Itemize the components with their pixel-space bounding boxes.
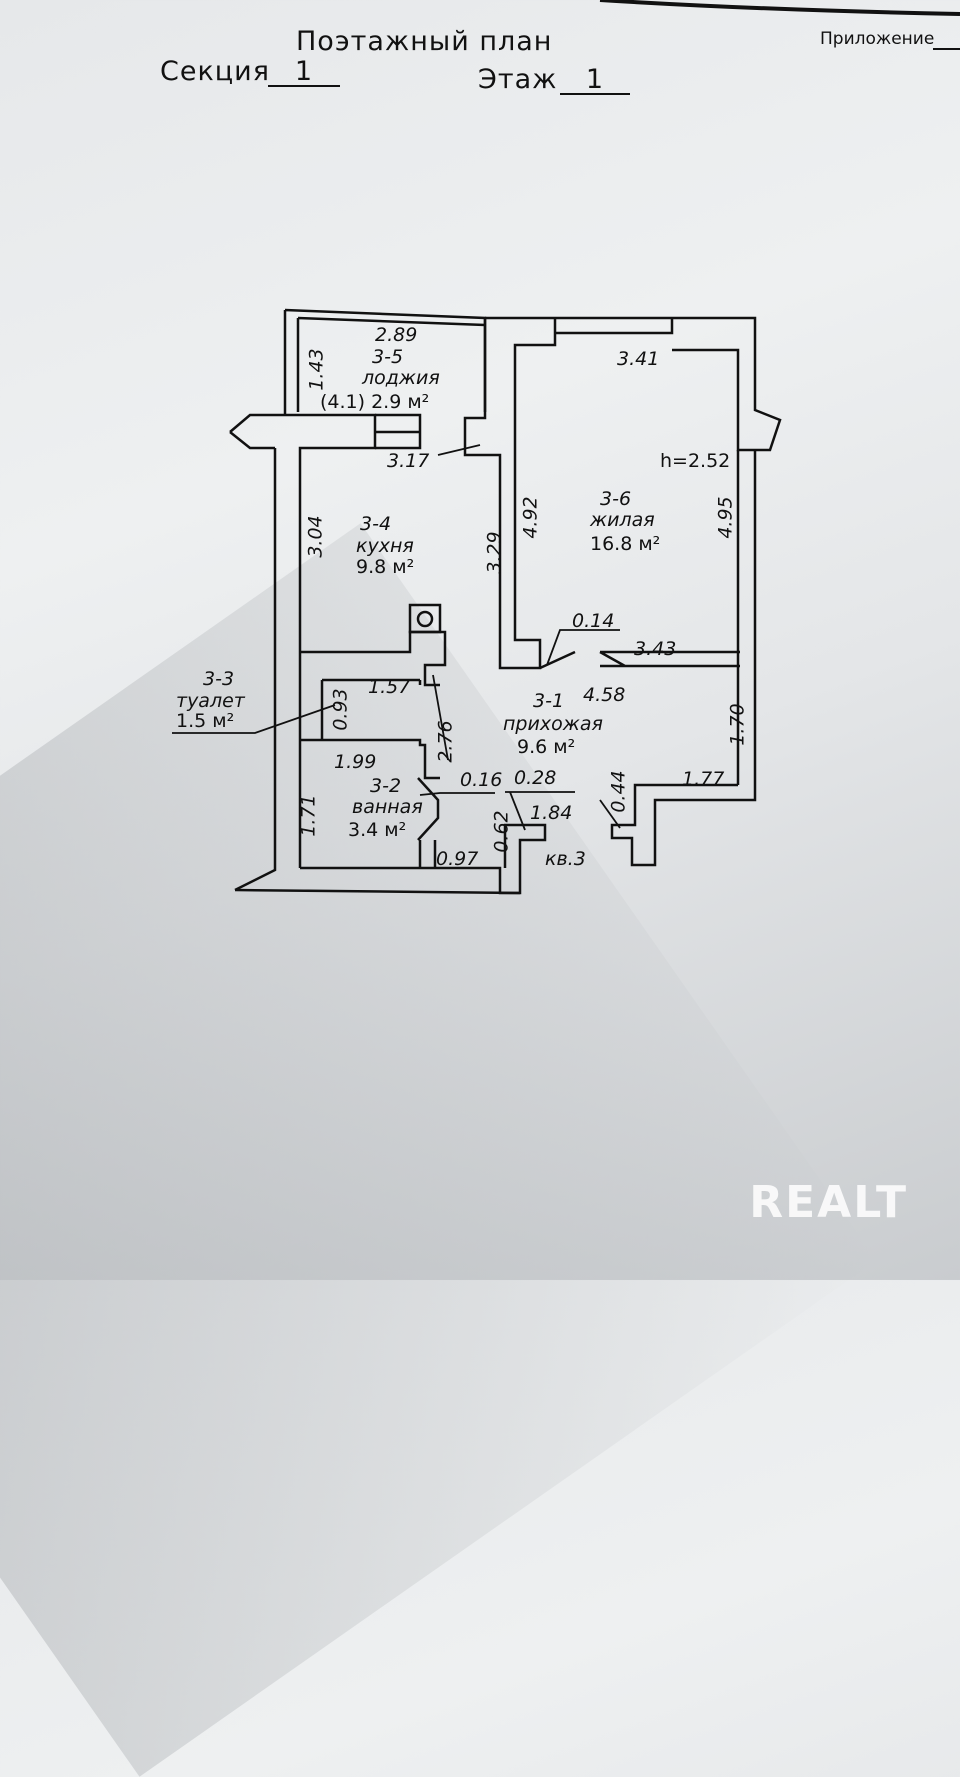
room-area-kitchen: 9.8 м² xyxy=(356,556,415,578)
appendix-label: Приложение xyxy=(820,29,935,49)
room-area-bath: 3.4 м² xyxy=(348,819,407,841)
dim-3-43: 3.43 xyxy=(634,638,677,660)
ceiling-height: h=2.52 xyxy=(660,450,731,472)
dim-1-84: 1.84 xyxy=(530,802,573,824)
dim-4-58: 4.58 xyxy=(583,684,626,706)
realt-watermark: REALT xyxy=(749,1177,908,1228)
dim-1-71: 1.71 xyxy=(297,794,320,837)
room-name-bath: ванная xyxy=(352,796,423,818)
dim-1-77: 1.77 xyxy=(682,768,725,790)
dim-0-62: 0.62 xyxy=(490,810,513,853)
living-partition xyxy=(539,650,740,670)
dim-2-76: 2.76 xyxy=(434,720,457,763)
dim-3-17: 3.17 xyxy=(387,450,430,472)
dim-4-95: 4.95 xyxy=(714,496,737,539)
dim-1-70: 1.70 xyxy=(726,703,749,746)
vent-circle xyxy=(416,610,434,628)
floor-label: Этаж xyxy=(478,64,558,95)
dim-0-44: 0.44 xyxy=(607,770,630,813)
floor-plan-drawing xyxy=(172,0,960,895)
dim-0-14: 0.14 xyxy=(572,610,615,632)
room-id-living: 3-6 xyxy=(600,488,632,510)
room-area-toilet: 1.5 м² xyxy=(176,710,235,732)
room-name-hall: прихожая xyxy=(503,713,603,735)
room-name-loggia: лоджия xyxy=(362,367,440,389)
room-area-loggia: (4.1) 2.9 м² xyxy=(320,391,430,413)
dim-1-57: 1.57 xyxy=(368,676,411,698)
plan-title: Поэтажный план xyxy=(296,26,553,57)
dim-0-28: 0.28 xyxy=(514,767,557,789)
room-id-kitchen: 3-4 xyxy=(360,513,392,535)
room-area-living: 16.8 м² xyxy=(590,533,661,555)
dim-3-29: 3.29 xyxy=(483,531,506,574)
dim-4-92: 4.92 xyxy=(519,496,542,539)
room-name-living: жилая xyxy=(590,509,655,531)
room-id-loggia: 3-5 xyxy=(372,346,404,368)
dim-0-93: 0.93 xyxy=(329,688,352,731)
dim-3-04: 3.04 xyxy=(304,515,327,558)
room-area-hall: 9.6 м² xyxy=(517,736,576,758)
section-label: Секция xyxy=(160,56,270,87)
section-value: 1 xyxy=(268,58,340,87)
living-top-wall xyxy=(463,316,782,670)
loggia-door xyxy=(375,413,422,450)
dim-0-97: 0.97 xyxy=(436,848,479,870)
bottom-wall xyxy=(234,888,521,895)
bathroom-walls xyxy=(300,777,547,895)
apartment-label: кв.3 xyxy=(545,848,586,870)
dim-3-41: 3.41 xyxy=(617,348,660,370)
dim-1-99: 1.99 xyxy=(334,751,377,773)
living-right-wall xyxy=(610,450,757,867)
dim-1-43: 1.43 xyxy=(305,348,328,391)
dim-2-89: 2.89 xyxy=(375,324,418,346)
room-id-bath: 3-2 xyxy=(370,775,402,797)
room-name-kitchen: кухня xyxy=(356,535,414,557)
room-id-hall: 3-1 xyxy=(533,690,565,712)
room-id-toilet: 3-3 xyxy=(203,668,235,690)
dim-0-16: 0.16 xyxy=(460,769,503,791)
ventilation-shaft xyxy=(408,603,442,634)
floor-value: 1 xyxy=(560,66,630,95)
leader-lines xyxy=(172,444,621,831)
room-name-toilet: туалет xyxy=(176,690,245,712)
page-edge-curve xyxy=(599,0,960,16)
appendix-line xyxy=(933,48,960,50)
